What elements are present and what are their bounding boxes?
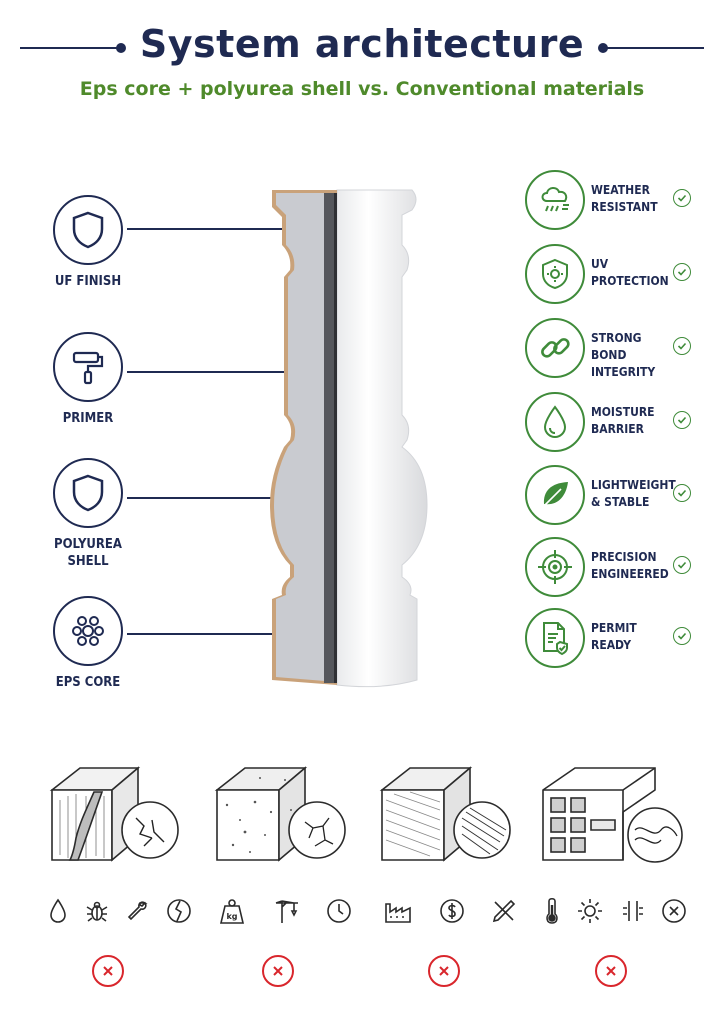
layer-primer: PRIMER	[48, 332, 128, 427]
check-icon	[673, 189, 691, 207]
dollar-icon	[439, 898, 465, 928]
leader-primer	[127, 371, 299, 373]
page-subtitle: Eps core + polyurea shell vs. Convention…	[79, 78, 645, 100]
title-rule-left	[20, 47, 118, 49]
page-title: System architecture	[139, 22, 585, 66]
feature-label: PROTECTION	[591, 274, 669, 288]
leader-eps-core	[127, 633, 297, 635]
feature-label: STRONG BOND	[591, 331, 642, 362]
feature-label: UV	[591, 257, 609, 271]
fiberglass-block-illustration	[370, 760, 530, 870]
water-drop-icon	[525, 392, 585, 452]
concrete-block-illustration	[205, 760, 365, 870]
layer-label: EPS CORE	[55, 675, 121, 690]
feature-label: WEATHER	[591, 183, 650, 197]
crack-icon	[166, 898, 192, 928]
document-check-icon	[525, 608, 585, 668]
pvc-issue-icons	[535, 896, 695, 930]
feature-label: MOISTURE	[591, 405, 655, 419]
feature-label: PERMIT	[591, 621, 637, 635]
x-mark-icon	[262, 955, 294, 987]
water-drop-icon	[48, 898, 68, 928]
layer-label: PRIMER	[62, 411, 114, 426]
crane-icon	[272, 897, 300, 929]
weight-icon: kg	[218, 897, 246, 929]
beads-icon	[53, 596, 123, 666]
check-icon	[673, 627, 691, 645]
layer-label: UF FINISH	[54, 274, 122, 289]
feature-label: ENGINEERED	[591, 567, 669, 581]
leader-polyurea	[127, 497, 279, 499]
wrench-icon	[125, 899, 149, 927]
header: System architecture	[0, 22, 724, 72]
chain-link-icon	[525, 318, 585, 378]
title-rule-right	[606, 47, 704, 49]
wood-issue-icons	[40, 896, 200, 930]
pvc-profile-illustration	[535, 760, 695, 870]
paint-roller-icon	[53, 332, 123, 402]
feature-label: & STABLE	[591, 495, 650, 509]
layer-eps-core: EPS CORE	[48, 596, 128, 691]
check-icon	[673, 411, 691, 429]
feature-label: READY	[591, 638, 632, 652]
crosshair-icon	[525, 537, 585, 597]
feature-label: BARRIER	[591, 422, 644, 436]
feature-label: LIGHTWEIGHT	[591, 478, 676, 492]
feature-label: PRECISION	[591, 550, 657, 564]
check-icon	[673, 263, 691, 281]
layer-label: POLYUREA	[54, 537, 122, 552]
tools-icon	[491, 898, 517, 928]
factory-icon	[383, 898, 413, 928]
x-icon	[661, 898, 687, 928]
uv-sun-icon	[525, 244, 585, 304]
check-icon	[673, 337, 691, 355]
layer-polyurea-shell: POLYUREA SHELL	[48, 458, 128, 570]
fiberglass-issue-icons	[370, 896, 530, 930]
x-mark-icon	[92, 955, 124, 987]
feature-uv-protection: UV PROTECTION	[525, 244, 715, 304]
weight-label: kg	[226, 912, 237, 921]
concrete-issue-icons: kg	[205, 896, 365, 930]
gap-icon	[620, 898, 646, 928]
layer-label: SHELL	[67, 554, 109, 569]
shield-icon	[53, 458, 123, 528]
x-mark-icon	[595, 955, 627, 987]
feature-weather-resistant: WEATHER RESISTANT	[525, 170, 715, 230]
shield-icon	[53, 195, 123, 265]
bug-icon	[85, 899, 109, 927]
weather-icon	[525, 170, 585, 230]
feature-permit-ready: PERMIT READY	[525, 608, 715, 668]
leaf-icon	[525, 465, 585, 525]
feature-lightweight-stable: LIGHTWEIGHT & STABLE	[525, 465, 715, 525]
title-dot-right	[598, 43, 608, 53]
title-dot-left	[116, 43, 126, 53]
check-icon	[673, 484, 691, 502]
baluster-cutaway-illustration	[262, 185, 452, 690]
layer-uf-finish: UF FINISH	[48, 195, 128, 290]
check-icon	[673, 556, 691, 574]
feature-precision-engineered: PRECISION ENGINEERED	[525, 537, 715, 597]
feature-label: INTEGRITY	[591, 365, 656, 379]
feature-strong-bond: STRONG BOND INTEGRITY	[525, 318, 715, 379]
feature-moisture-barrier: MOISTURE BARRIER	[525, 392, 715, 452]
feature-label: RESISTANT	[591, 200, 658, 214]
x-mark-icon	[428, 955, 460, 987]
leader-uf-finish	[127, 228, 342, 230]
wood-block-illustration	[40, 760, 200, 870]
sun-icon	[576, 897, 604, 929]
clock-icon	[326, 898, 352, 928]
thermometer-icon	[543, 897, 561, 929]
